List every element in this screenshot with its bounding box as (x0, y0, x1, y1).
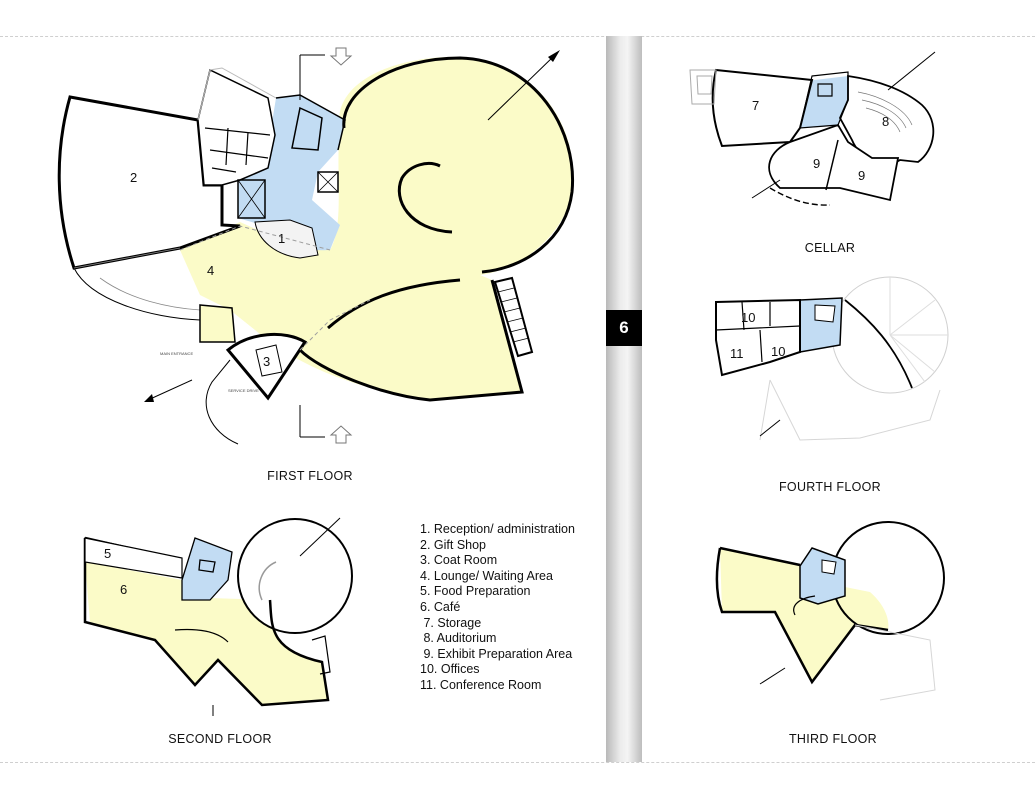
north-arrow-sw-head (144, 394, 154, 402)
section-arrow-north (329, 47, 353, 66)
first-floor-annex (197, 68, 276, 186)
first-floor-stair-treads (497, 287, 530, 343)
cellar-divider (825, 139, 839, 191)
first-floor-reception (254, 219, 319, 259)
third-floor-public (720, 548, 889, 682)
first-floor-coat-stair (255, 344, 283, 377)
first-floor-southwest-ghost (73, 247, 201, 311)
fourth-floor-offices (715, 298, 801, 377)
cellar-room-7: 7 (752, 98, 759, 113)
legend-item: 2. Gift Shop (420, 537, 487, 552)
fourth-floor-walls (715, 301, 801, 363)
cellar-room-9a: 9 (813, 156, 820, 171)
cellar-caption: CELLAR (804, 241, 856, 255)
second-floor-north-arrow (299, 517, 341, 557)
second-floor-cafe (85, 562, 328, 705)
legend-item: 6. Café (420, 599, 461, 614)
fourth-floor-ghost-fan (759, 379, 941, 441)
cellar-south-arc (769, 187, 831, 206)
first-floor-core-x (237, 171, 339, 219)
section-arrow-south (329, 425, 353, 444)
service-drive-label: SERVICE DRIVE (228, 388, 259, 393)
legend-item: 5. Food Preparation (420, 584, 531, 599)
third-floor-ghost (854, 624, 936, 701)
north-arrow-sw (147, 379, 193, 401)
cellar-ghost (689, 69, 717, 105)
first-floor-southwest-arc (73, 267, 201, 321)
first-floor-gift-shop (57, 95, 241, 270)
second-floor-curve (174, 628, 229, 643)
cellar-room-9b: 9 (858, 168, 865, 183)
fourth-floor-drum-spokes (889, 277, 948, 383)
first-floor-vestibule (199, 304, 236, 343)
second-floor-room-6: 6 (120, 582, 127, 597)
first-floor-annex-ghost (197, 67, 277, 121)
first-floor-drum-wall (342, 56, 575, 274)
first-floor-room-4: 4 (207, 263, 214, 278)
bottom-rule (0, 762, 1035, 763)
second-floor-drum (237, 518, 353, 634)
fourth-floor-room-10a: 10 (741, 310, 755, 325)
third-floor-drum (831, 521, 945, 635)
legend-item: 11. Conference Room (420, 677, 542, 692)
fourth-floor-room-11: 11 (730, 346, 744, 361)
cellar-core-walls (799, 71, 849, 129)
first-floor-lounge-area (180, 56, 574, 400)
first-floor-dashed-line (179, 225, 371, 351)
third-floor-core (799, 547, 846, 605)
third-floor-core-detail (821, 559, 837, 575)
page-number-badge: 6 (606, 310, 642, 346)
fourth-floor-room-10b: 10 (771, 344, 785, 359)
page-number: 6 (619, 318, 629, 337)
first-floor-annex-rooms (204, 127, 271, 173)
first-floor-service-drive (205, 359, 239, 445)
cellar-storage (711, 68, 814, 148)
cellar-sw-arrow (751, 179, 781, 199)
legend-item: 9. Exhibit Preparation Area (420, 646, 573, 661)
first-floor-core-walls (237, 94, 346, 219)
legend-item: 1. Reception/ administration (420, 522, 575, 536)
second-floor-inner-arc (258, 561, 277, 601)
legend-item: 8. Auditorium (420, 631, 497, 646)
first-floor-room-2: 2 (130, 170, 137, 185)
north-arrow-ne (487, 54, 556, 121)
third-floor-curve (793, 595, 816, 616)
legend-item: 10. Offices (420, 662, 480, 677)
main-entrance-label: MAIN ENTRANCE (160, 351, 193, 356)
second-floor-stair (311, 635, 331, 675)
fourth-floor-caption: FOURTH FLOOR (779, 480, 881, 494)
legend-item: 3. Coat Room (420, 553, 498, 568)
first-floor-caption: FIRST FLOOR (267, 469, 353, 483)
fourth-floor-arc (844, 299, 913, 389)
cellar-room-8: 8 (882, 114, 889, 129)
legend-item: 7. Storage (420, 615, 482, 630)
third-floor-outline (715, 546, 889, 685)
second-floor-room-5: 5 (104, 546, 111, 561)
first-floor-room-1: 1 (278, 231, 285, 246)
third-floor-caption: THIRD FLOOR (788, 732, 878, 746)
top-rule (0, 36, 1035, 37)
first-floor-south-wall (298, 279, 524, 402)
north-arrow-ne-head (548, 50, 560, 62)
cellar-exhibit-prep (768, 123, 900, 202)
cellar-auditorium-rows (857, 91, 913, 133)
page-gutter (606, 36, 642, 762)
second-floor-core (182, 538, 232, 600)
second-floor-core-walls (181, 537, 233, 601)
cellar-north-arrow (887, 51, 936, 91)
first-floor-stair (493, 276, 534, 358)
second-floor-caption: SECOND FLOOR (168, 732, 272, 746)
first-floor-inner-curve (397, 162, 453, 234)
first-floor-room-3: 3 (263, 354, 270, 369)
legend-item: 4. Lounge/ Waiting Area (420, 568, 553, 583)
first-floor-curve-south (327, 278, 461, 330)
third-floor-north-arrow (759, 667, 786, 685)
fourth-floor-north-arrow (759, 419, 781, 437)
fourth-floor-core-detail (814, 304, 836, 323)
room-legend: 1. Reception/ administration 2. Gift Sho… (420, 522, 575, 694)
